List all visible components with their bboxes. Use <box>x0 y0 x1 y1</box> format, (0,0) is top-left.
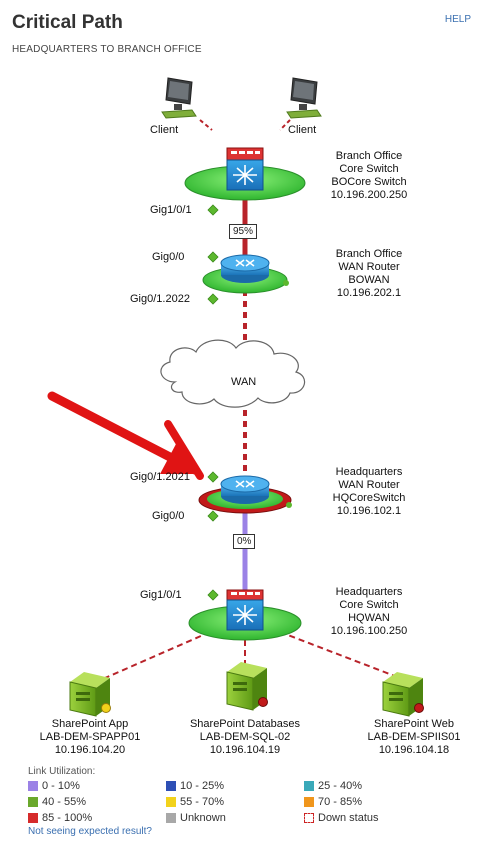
server-app-icon <box>69 672 111 717</box>
hq-wan-router-icon <box>198 475 292 514</box>
bo-core-switch-icon <box>184 147 306 201</box>
port-label: Gig1/0/1 <box>150 204 192 216</box>
legend-item: Unknown <box>166 812 226 824</box>
hq-core-switch-label: Headquarters Core Switch HQWAN 10.196.10… <box>330 586 408 637</box>
legend-title: Link Utilization: <box>28 766 96 777</box>
client-computer-icon <box>161 77 197 119</box>
legend-item: 40 - 55% <box>28 796 86 808</box>
legend-swatch <box>28 781 38 791</box>
legend-swatch <box>28 813 38 823</box>
legend-swatch <box>166 813 176 823</box>
server-app-label: SharePoint App LAB-DEM-SPAPP01 10.196.10… <box>39 718 141 756</box>
legend-item: 85 - 100% <box>28 812 92 824</box>
server-db-label: SharePoint Databases LAB-DEM-SQL-02 10.1… <box>189 718 301 756</box>
legend-item: Down status <box>304 812 379 824</box>
port-label: Gig0/1.2021 <box>130 471 190 483</box>
not-seeing-expected-result-link[interactable]: Not seeing expected result? <box>28 826 152 837</box>
client-label: Client <box>288 124 317 136</box>
legend-item: 70 - 85% <box>304 796 362 808</box>
legend-swatch <box>166 797 176 807</box>
wan-cloud-label: WAN <box>231 376 257 388</box>
legend-item: 0 - 10% <box>28 780 80 792</box>
port-status-icon <box>207 204 219 601</box>
bo-wan-router-icon <box>202 254 289 294</box>
client-link-1 <box>199 119 213 131</box>
wan-cloud-icon <box>160 339 306 408</box>
legend-swatch <box>304 797 314 807</box>
client-link-2 <box>279 119 291 131</box>
link-utilization-badge[interactable]: 0% <box>233 534 256 549</box>
port-label: Gig0/0 <box>152 251 185 263</box>
page-subtitle: HEADQUARTERS TO BRANCH OFFICE <box>12 44 202 55</box>
server-link-web <box>279 631 401 679</box>
port-label: Gig1/0/1 <box>140 589 182 601</box>
legend-swatch <box>28 797 38 807</box>
server-web-icon <box>382 672 424 717</box>
hq-core-switch-icon <box>188 589 302 641</box>
server-db-icon <box>226 662 268 711</box>
legend-item: 55 - 70% <box>166 796 224 808</box>
server-web-label: SharePoint Web LAB-DEM-SPIIS01 10.196.10… <box>367 718 461 756</box>
legend-swatch-down <box>304 813 314 823</box>
port-label: Gig0/0 <box>152 510 185 522</box>
hq-wan-router-label: Headquarters WAN Router HQCoreSwitch 10.… <box>332 466 406 517</box>
help-link[interactable]: HELP <box>444 14 471 25</box>
legend-item: 10 - 25% <box>166 780 224 792</box>
legend-swatch <box>166 781 176 791</box>
port-label: Gig0/1.2022 <box>130 293 190 305</box>
annotation-arrow-icon <box>47 391 204 480</box>
link-utilization-badge[interactable]: 95% <box>229 224 258 239</box>
client-computer-icon <box>286 77 322 119</box>
legend-swatch <box>304 781 314 791</box>
bo-wan-router-label: Branch Office WAN Router BOWAN 10.196.20… <box>335 248 403 299</box>
server-link-app <box>104 631 211 679</box>
bo-core-switch-label: Branch Office Core Switch BOCore Switch … <box>330 150 408 201</box>
legend-item: 25 - 40% <box>304 780 362 792</box>
client-label: Client <box>150 124 179 136</box>
page-title: Critical Path <box>12 12 123 33</box>
